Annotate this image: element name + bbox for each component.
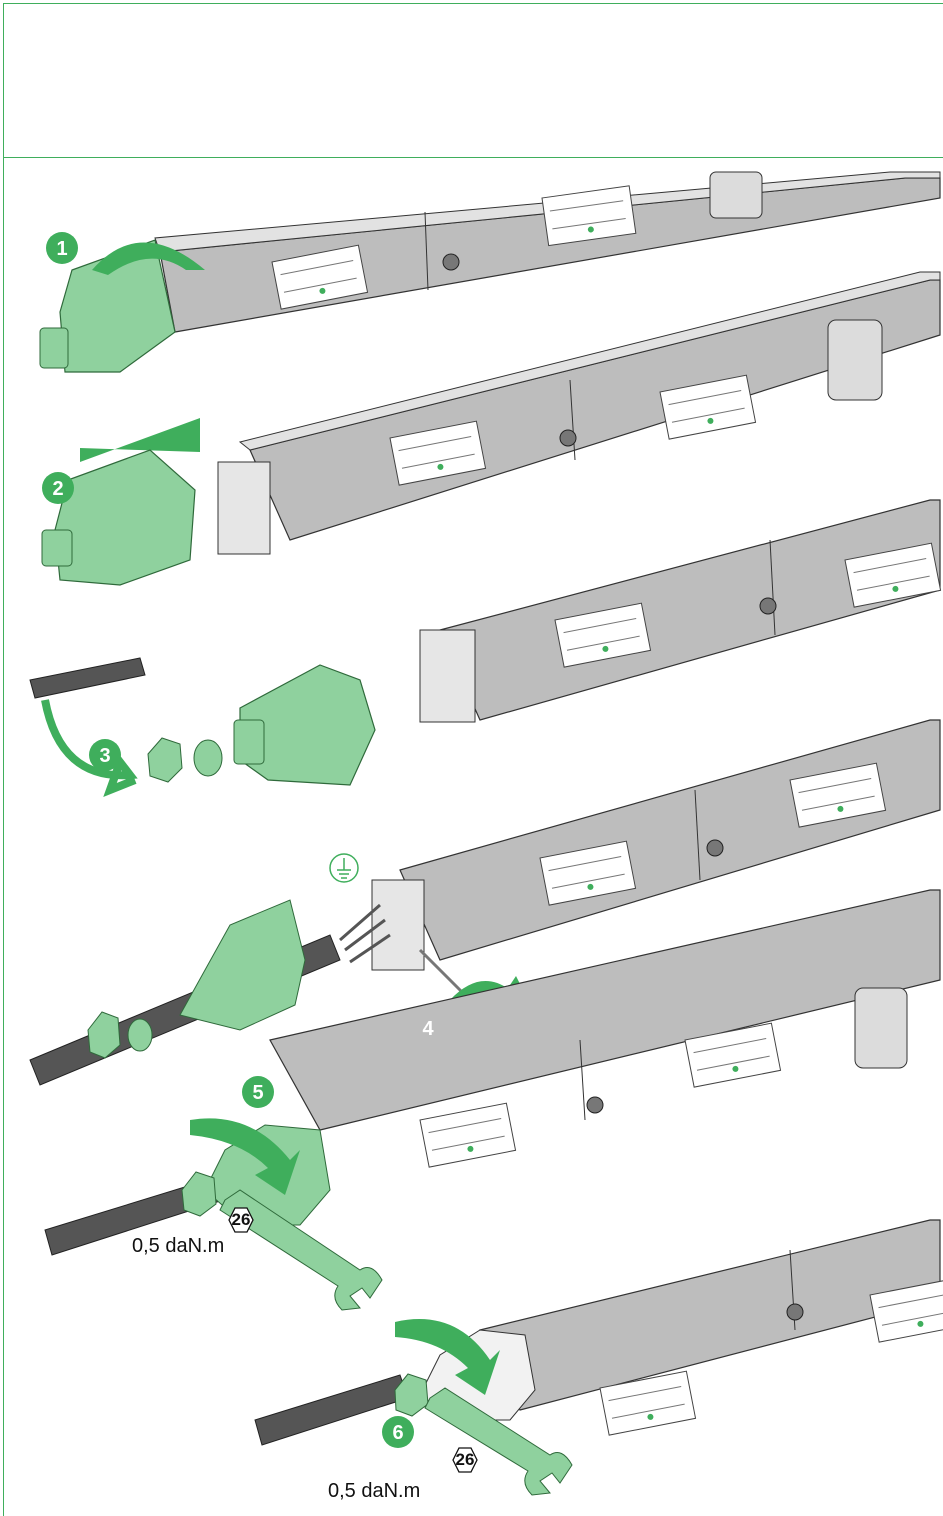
- pull-arrow-icon: [80, 418, 200, 462]
- insert-arrow-icon: [41, 699, 138, 798]
- tighten-arrow-icon: [190, 1118, 300, 1195]
- step-number-3: 3: [99, 745, 110, 767]
- busway-section-4: [29, 719, 941, 1086]
- step3-parts: [29, 657, 376, 798]
- wrench-size-badge-6: 26: [452, 1447, 478, 1473]
- torque-step-5: 0,5 daN.m: [132, 1235, 225, 1257]
- busway-section-1: [39, 171, 941, 373]
- wrench-size-6: 26: [455, 1450, 475, 1469]
- step-number-2: 2: [52, 478, 63, 500]
- rotate-arrow-icon: [92, 242, 205, 275]
- wrench-size-badge-5: 26: [228, 1207, 254, 1233]
- wrench-icon: [219, 1189, 383, 1311]
- step-number-4: 4: [422, 1018, 434, 1040]
- step-number-5: 5: [252, 1082, 263, 1104]
- cable-end: [29, 657, 146, 699]
- busway-section-2: [41, 271, 941, 586]
- busway-section-3: [419, 499, 942, 723]
- wrench-size-5: 26: [231, 1210, 251, 1229]
- header-box: [3, 3, 943, 158]
- tighten-arrow-icon: [395, 1319, 500, 1395]
- busway-section-5: [44, 889, 941, 1311]
- step-number-1: 1: [56, 238, 67, 260]
- wrench-icon: [424, 1387, 573, 1496]
- left-border-rule: [3, 156, 4, 1516]
- busway-section-6: [254, 1219, 943, 1496]
- step-number-6: 6: [392, 1422, 403, 1444]
- earth-symbol-icon: [329, 853, 359, 883]
- torque-step-6: 0,5 daN.m: [328, 1480, 421, 1502]
